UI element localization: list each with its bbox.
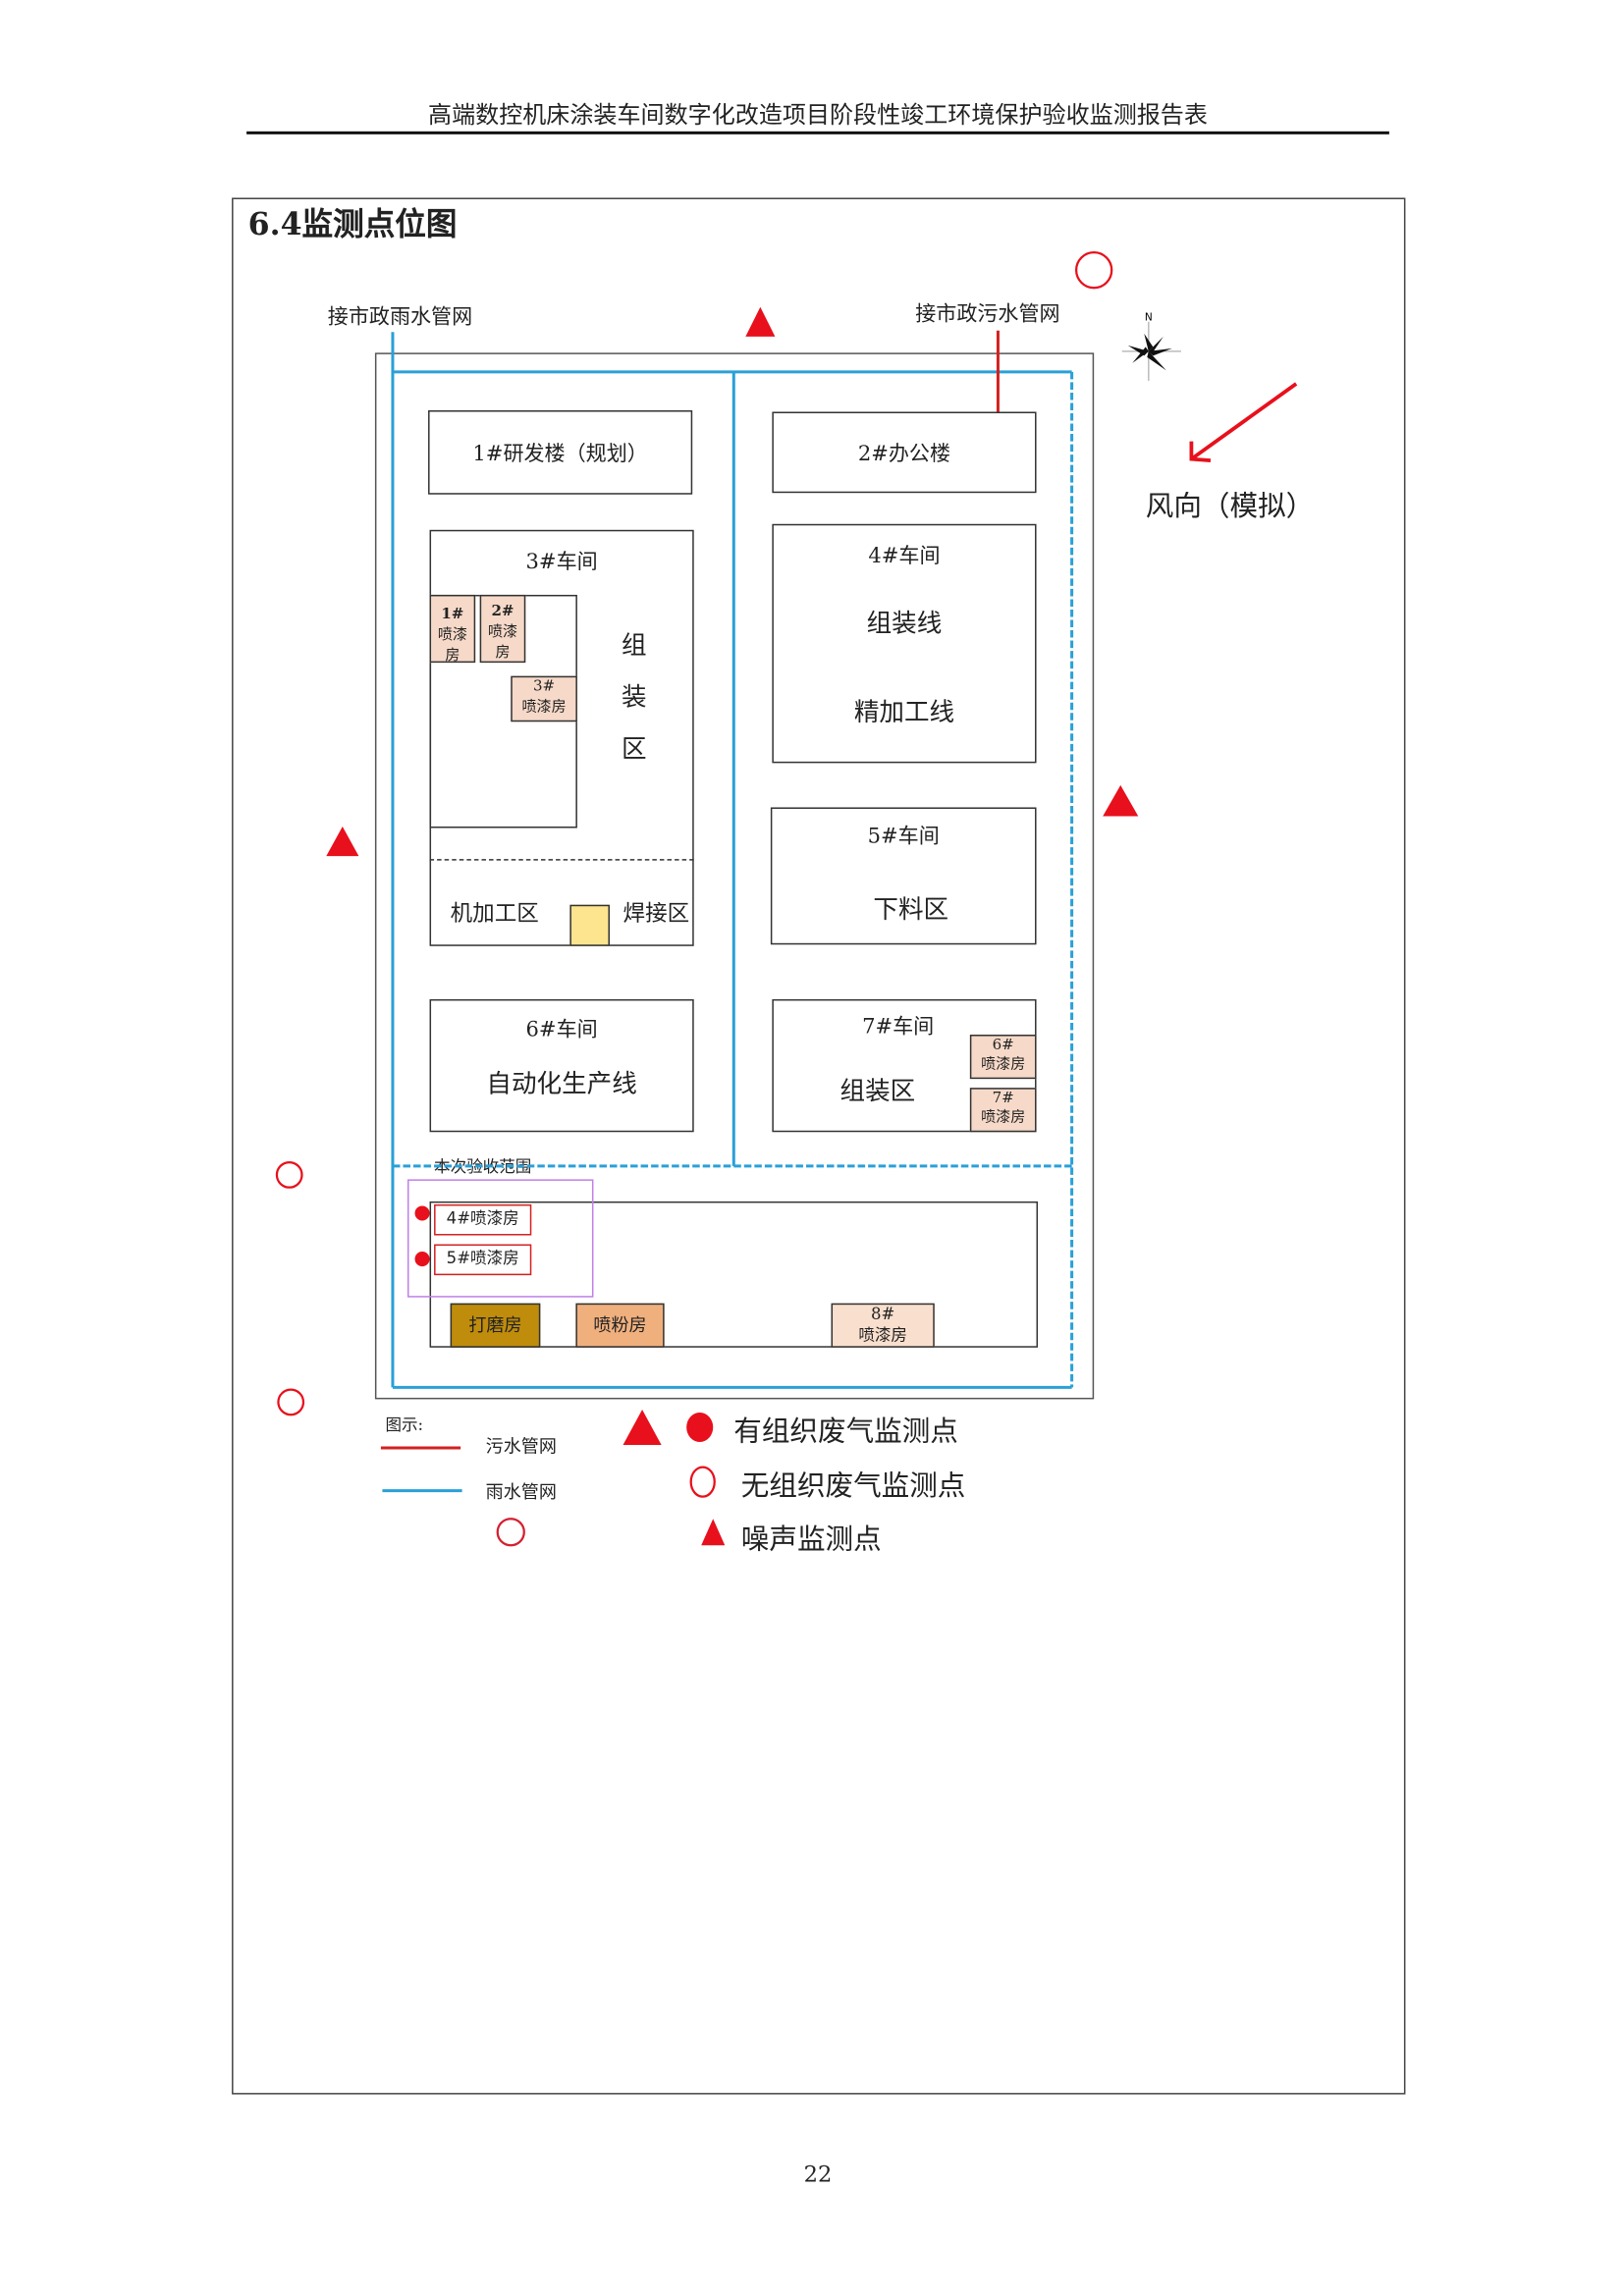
welding-block xyxy=(569,904,610,946)
room-num: 7# xyxy=(992,1091,1014,1107)
wind-arrow-icon xyxy=(1189,382,1298,462)
room-num: 6# xyxy=(992,1038,1014,1054)
building-2-label: 2#办公楼 xyxy=(857,443,951,467)
room-num: 8# xyxy=(870,1305,895,1324)
paint-room-6: 6# 喷漆房 xyxy=(969,1035,1037,1080)
legend-title: 图示: xyxy=(385,1415,424,1435)
section-title: 6.4监测点位图 xyxy=(247,205,458,242)
sewage-outlet-label: 接市政污水管网 xyxy=(915,302,1060,327)
room-name: 喷漆房 xyxy=(487,624,518,662)
workshop-7-title: 7#车间 xyxy=(862,1015,935,1040)
legend-organized-label: 有组织废气监测点 xyxy=(733,1415,958,1449)
room-name: 喷漆房 xyxy=(858,1325,907,1345)
paint-room-4: 4#喷漆房 xyxy=(434,1203,532,1236)
legend-noise-triangle-icon xyxy=(701,1519,726,1546)
paint-room-3: 3# 喷漆房 xyxy=(511,675,577,722)
workshop-4: 4#车间 组装线 精加工线 xyxy=(772,523,1037,764)
room-name: 喷漆房 xyxy=(521,699,567,717)
header-rule xyxy=(246,131,1389,134)
assembly-area-label: 组装区 xyxy=(839,1077,916,1107)
room-name: 喷漆房 xyxy=(981,1056,1026,1074)
machining-label: 机加工区 xyxy=(450,900,539,928)
unorganized-point-marker xyxy=(275,1160,303,1189)
workshop-4-title: 4#车间 xyxy=(868,544,941,568)
workshop-6-title: 6#车间 xyxy=(525,1018,598,1042)
figure-frame xyxy=(232,197,1406,2095)
assembly-char: 装 xyxy=(622,683,647,714)
zone-divider xyxy=(429,859,694,861)
legend-open-circle-icon xyxy=(689,1466,716,1498)
room-name: 喷漆房 xyxy=(981,1109,1026,1127)
legend-triangle-icon xyxy=(623,1409,662,1446)
welding-label: 焊接区 xyxy=(623,900,690,928)
legend-noise-label: 噪声监测点 xyxy=(740,1522,882,1556)
workshop-5: 5#车间 下料区 xyxy=(770,807,1037,945)
coating-workshop xyxy=(429,1201,1039,1348)
unorganized-point-marker xyxy=(277,1388,305,1416)
legend-unorganized-label: 无组织废气监测点 xyxy=(740,1469,966,1503)
building-1: 1#研发楼（规划） xyxy=(428,410,693,495)
assembly-char: 区 xyxy=(622,734,647,765)
acceptance-scope-box xyxy=(406,1179,594,1298)
paint-room-5: 5#喷漆房 xyxy=(434,1244,532,1276)
room-name: 喷漆房 xyxy=(437,627,467,664)
page-number: 22 xyxy=(803,2161,833,2188)
finishing-line-label: 精加工线 xyxy=(853,698,955,728)
legend-filled-circle-icon xyxy=(686,1412,714,1443)
paint-room-1: 1# 喷漆房 xyxy=(429,594,476,664)
workshop-5-title: 5#车间 xyxy=(867,825,940,849)
organized-point-marker xyxy=(414,1252,430,1267)
paint-room-8: 8#喷漆房 xyxy=(831,1303,935,1348)
legend-sewage-label: 污水管网 xyxy=(485,1436,557,1458)
building-2: 2#办公楼 xyxy=(772,411,1037,494)
noise-point-marker xyxy=(326,827,359,857)
grinding-room: 打磨房 xyxy=(450,1303,541,1348)
rain-outlet-label: 接市政雨水管网 xyxy=(327,305,473,330)
compass-north-label: N xyxy=(1145,311,1153,323)
site-boundary xyxy=(374,352,1095,1400)
powder-room: 喷粉房 xyxy=(575,1303,665,1348)
legend-rain-label: 雨水管网 xyxy=(485,1481,557,1503)
workshop-7: 7#车间 组装区 xyxy=(772,998,1037,1133)
rain-network xyxy=(391,332,1074,1389)
paint-room-7: 7# 喷漆房 xyxy=(969,1088,1037,1133)
noise-point-marker xyxy=(1103,784,1139,817)
assembly-char: 组 xyxy=(622,631,647,662)
paint-room-2: 2# 喷漆房 xyxy=(479,594,526,664)
room-num: 1# xyxy=(441,606,464,623)
room-num: 3# xyxy=(532,678,556,696)
wind-direction-label: 风向（模拟） xyxy=(1145,490,1315,523)
noise-points xyxy=(326,306,1139,1267)
cutting-area-label: 下料区 xyxy=(873,895,949,926)
header-title: 高端数控机床涂装车间数字化改造项目阶段性竣工环境保护验收监测报告表 xyxy=(428,100,1208,129)
unorganized-point-marker xyxy=(1074,250,1113,290)
automation-line-label: 自动化生产线 xyxy=(486,1070,637,1100)
workshop-6: 6#车间 自动化生产线 xyxy=(429,998,694,1133)
assembly-line-label: 组装线 xyxy=(866,609,943,640)
workshop-3-title: 3#车间 xyxy=(525,550,598,574)
room-num: 2# xyxy=(491,603,514,620)
organized-point-marker xyxy=(414,1205,430,1221)
unorganized-points xyxy=(275,250,1113,1547)
noise-point-marker xyxy=(745,306,776,337)
building-1-label: 1#研发楼（规划） xyxy=(472,443,648,467)
unorganized-point-marker xyxy=(496,1518,525,1547)
compass-icon: N xyxy=(1121,311,1181,381)
